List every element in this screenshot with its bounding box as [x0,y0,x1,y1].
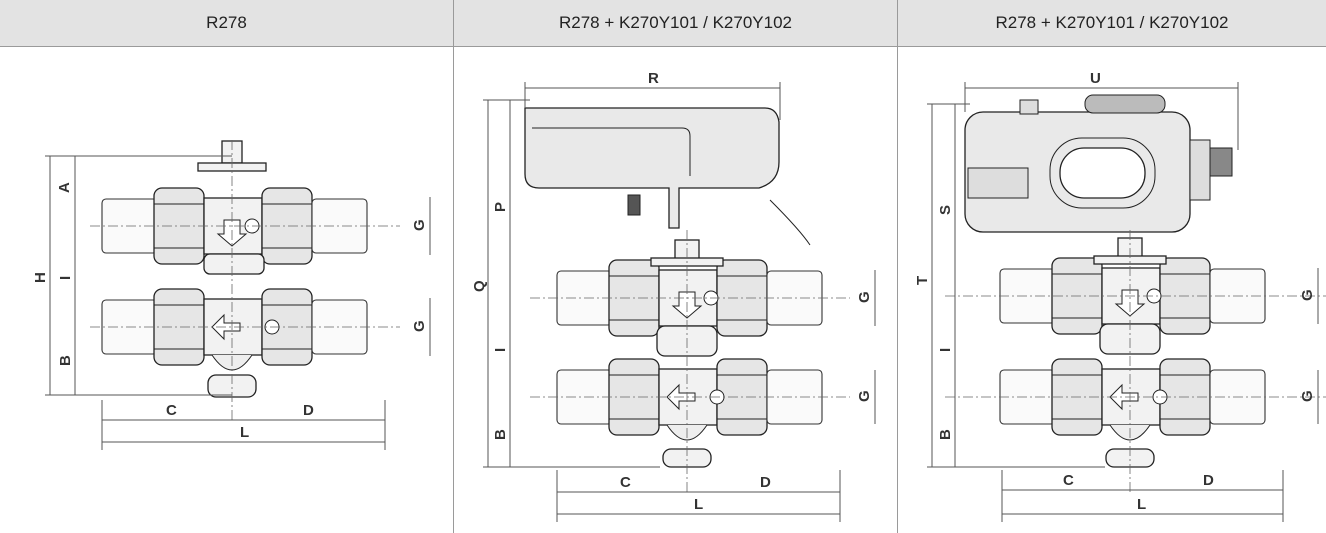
dim-label-c: C [1063,472,1074,489]
dim-label-g: G [856,390,873,402]
dim-label-c: C [166,402,177,419]
dim-label-d: D [760,474,771,491]
dim-label-g: G [856,291,873,303]
header-col-3: R278 + K270Y101 / K270Y102 [898,0,1326,47]
dim-label-p: P [492,202,509,212]
dim-label-d: D [303,402,314,419]
header-col-2-label: R278 + K270Y101 / K270Y102 [559,13,792,32]
drawing-r278: A H I B G G C D L [32,140,431,450]
dim-label-g: G [411,320,428,332]
dim-label-g: G [1299,390,1316,402]
dim-label-b: B [937,429,954,440]
dim-label-l: L [240,424,249,441]
dim-label-g: G [411,219,428,231]
dim-label-i: I [492,348,509,352]
drawing-r278-k270-actuator-alt: U S T I B G G C D L [914,70,1326,522]
column-divider-1 [453,0,454,533]
dim-label-c: C [620,474,631,491]
header-col-1: R278 [0,0,453,47]
header-col-2: R278 + K270Y101 / K270Y102 [454,0,897,47]
header-col-3-label: R278 + K270Y101 / K270Y102 [995,13,1229,32]
dim-label-l: L [694,496,703,513]
dim-label-g: G [1299,289,1316,301]
dim-label-a: A [56,182,73,193]
dim-label-h: H [32,272,49,283]
dim-label-l: L [1137,496,1146,513]
column-divider-2 [897,0,898,533]
drawing-r278-k270-actuator: R P Q I B G G C D L [471,70,876,522]
dim-label-b: B [57,355,74,366]
dim-label-s: S [937,205,954,215]
dim-label-i: I [57,276,74,280]
dim-label-u: U [1090,70,1101,87]
dim-label-t: T [914,276,931,285]
dim-label-q: Q [471,280,488,292]
dim-label-i: I [937,348,954,352]
dim-label-b: B [492,429,509,440]
dim-label-d: D [1203,472,1214,489]
dim-label-r: R [648,70,659,87]
header-col-1-label: R278 [206,13,247,32]
